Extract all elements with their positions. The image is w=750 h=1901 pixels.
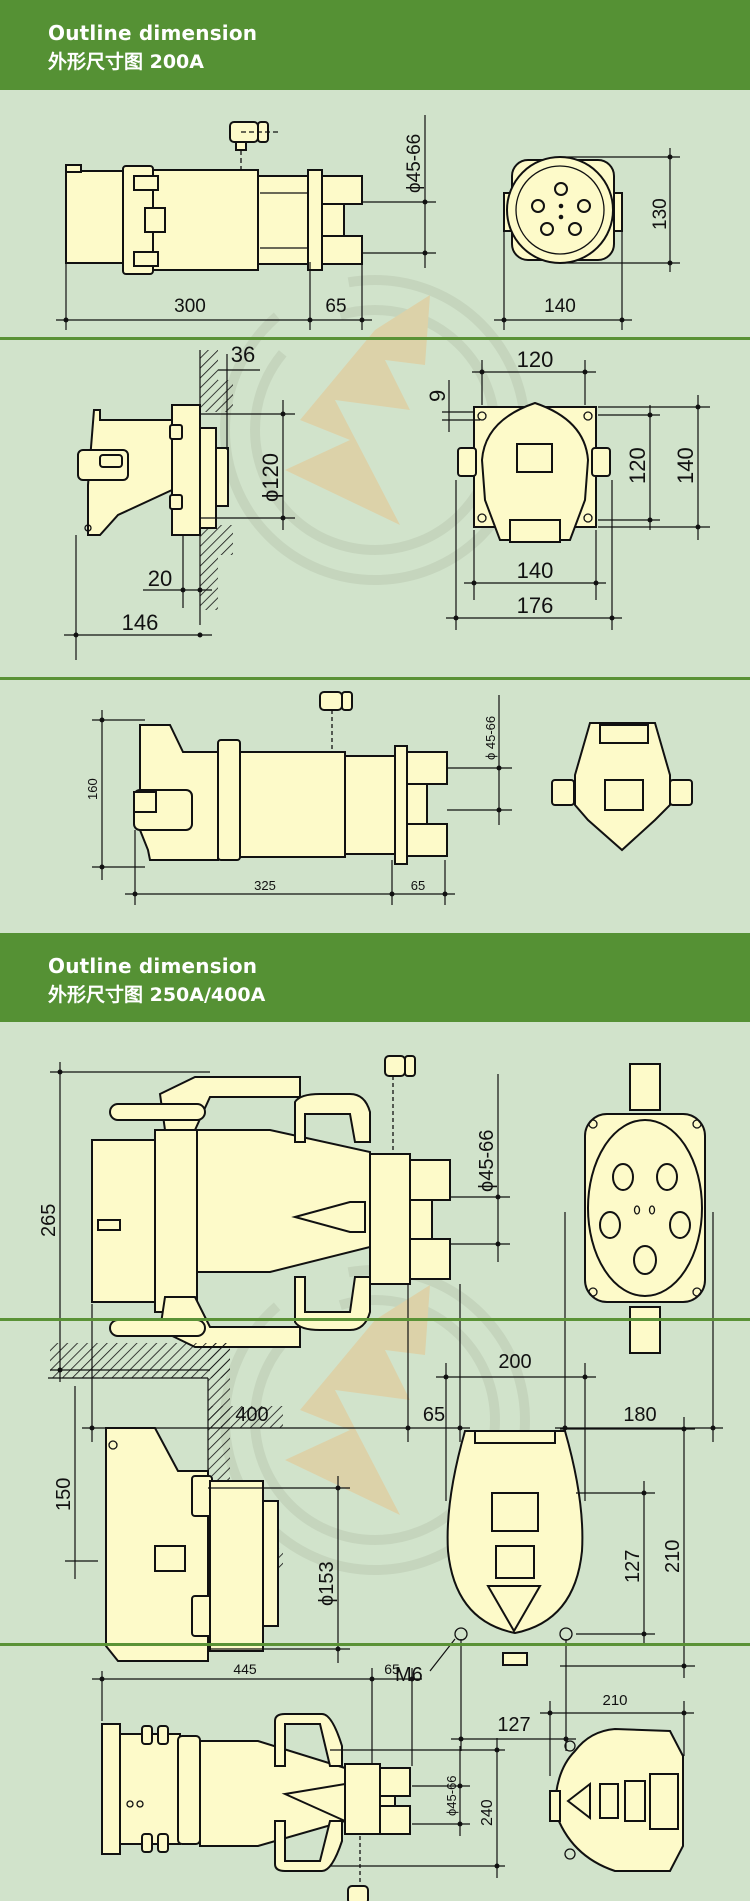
panel-200a-panel-mount: 36 ϕ120 20 146 120 9 xyxy=(0,340,750,677)
dim-front-height: 130 xyxy=(650,198,671,230)
socket-face-large xyxy=(584,1063,706,1354)
dim-width: 200 xyxy=(498,1351,531,1373)
panel-250a-side-front: 265 400 65 ϕ45-66 180 xyxy=(0,1022,750,1442)
dim-side-length: 300 xyxy=(174,296,206,317)
dimension-lines-front2 xyxy=(442,360,710,630)
dim-flange-height: 140 xyxy=(673,447,698,484)
dim-hole-spacing-v: 127 xyxy=(622,1550,644,1583)
dim-cutout-dia: ϕ120 xyxy=(258,453,283,502)
dimension-lines-front xyxy=(494,148,680,330)
dim-cable-dia: ϕ45-66 xyxy=(476,1130,498,1192)
connector-end-view-large xyxy=(549,1727,684,1872)
dim-hole-spacing-h: 127 xyxy=(497,1714,530,1736)
dim-height: 240 xyxy=(479,1799,496,1826)
connector-side-view xyxy=(133,691,448,865)
dimension-lines-side2 xyxy=(64,354,295,660)
dim-plug: 65 xyxy=(411,878,425,893)
dim-flange-offset: 20 xyxy=(148,566,172,591)
dim-cutout-dia: ϕ153 xyxy=(316,1561,338,1606)
section-divider xyxy=(0,1318,750,1321)
socket-side-view xyxy=(77,404,229,536)
dim-mount-height: 150 xyxy=(53,1478,75,1511)
dimension-lines-inline-large xyxy=(92,1668,505,1878)
dim-height: 160 xyxy=(85,778,100,800)
dim-hole-spacing-top: 120 xyxy=(517,347,554,372)
panel-250a-panel-mount: 150 ϕ153 200 210 127 127 M6 xyxy=(0,1321,750,1751)
dim-height: 265 xyxy=(38,1204,60,1237)
section-header-250a-400a: Outline dimension 外形尺寸图 250A/400A xyxy=(0,933,750,1022)
panel-200a-inline: 160 325 65 ϕ 45-66 xyxy=(0,680,750,933)
dim-plug: 65 xyxy=(384,1661,400,1677)
header-title-en: Outline dimension xyxy=(48,21,258,45)
dim-cable-dia: ϕ45-66 xyxy=(404,134,425,193)
connector-side-view-large xyxy=(101,1713,411,1901)
socket-side-view-large xyxy=(105,1427,279,1662)
dimension-lines-end-large xyxy=(540,1701,694,1776)
socket-front-view xyxy=(503,156,623,264)
dim-cable-dia: ϕ45-66 xyxy=(444,1775,459,1816)
panel-250a-inline: 445 65 ϕ45-66 240 210 xyxy=(0,1646,750,1901)
dimension-lines-side xyxy=(56,115,436,330)
socket-flange-front xyxy=(457,401,611,543)
dim-length: 325 xyxy=(254,878,276,893)
panel-200a-side-front: 300 65 ϕ45-66 130 140 xyxy=(0,90,750,337)
dim-front-width: 140 xyxy=(544,296,576,317)
header-title-en: Outline dimension xyxy=(48,954,258,978)
header-title-cn: 外形尺寸图 200A xyxy=(48,51,204,73)
dim-height: 210 xyxy=(662,1540,684,1573)
dim-overall-width: 176 xyxy=(517,593,554,618)
socket-oval-front xyxy=(446,1430,584,1666)
dim-front-width: 210 xyxy=(602,1692,627,1709)
dim-depth: 146 xyxy=(122,610,159,635)
dimension-lines-panel-side xyxy=(65,1386,350,1663)
dim-length: 445 xyxy=(233,1661,257,1677)
section-header-200a: Outline dimension 外形尺寸图 200A xyxy=(0,0,750,90)
header-title-cn: 外形尺寸图 250A/400A xyxy=(48,984,266,1006)
dim-hole-offset: 9 xyxy=(425,390,450,402)
section-divider xyxy=(0,1643,750,1646)
dimension-lines-inline xyxy=(92,695,512,905)
dim-side-plug: 65 xyxy=(325,296,346,317)
dim-plug: 65 xyxy=(423,1404,445,1426)
dim-front-width: 180 xyxy=(623,1404,656,1426)
section-divider xyxy=(0,337,750,340)
connector-end-view xyxy=(551,722,693,852)
label-screw-size: M6 xyxy=(395,1664,423,1686)
plug-side-view xyxy=(65,121,363,275)
dim-flange-width: 140 xyxy=(517,558,554,583)
dimension-lines-panel-front xyxy=(429,1363,695,1751)
dim-cable-dia: ϕ 45-66 xyxy=(483,716,498,760)
section-divider xyxy=(0,677,750,680)
dim-wall-thickness: 36 xyxy=(231,342,255,367)
plug-side-view-large xyxy=(91,1055,451,1348)
dim-hole-spacing-v: 120 xyxy=(625,447,650,484)
dimension-lines-large-front xyxy=(555,1212,723,1442)
